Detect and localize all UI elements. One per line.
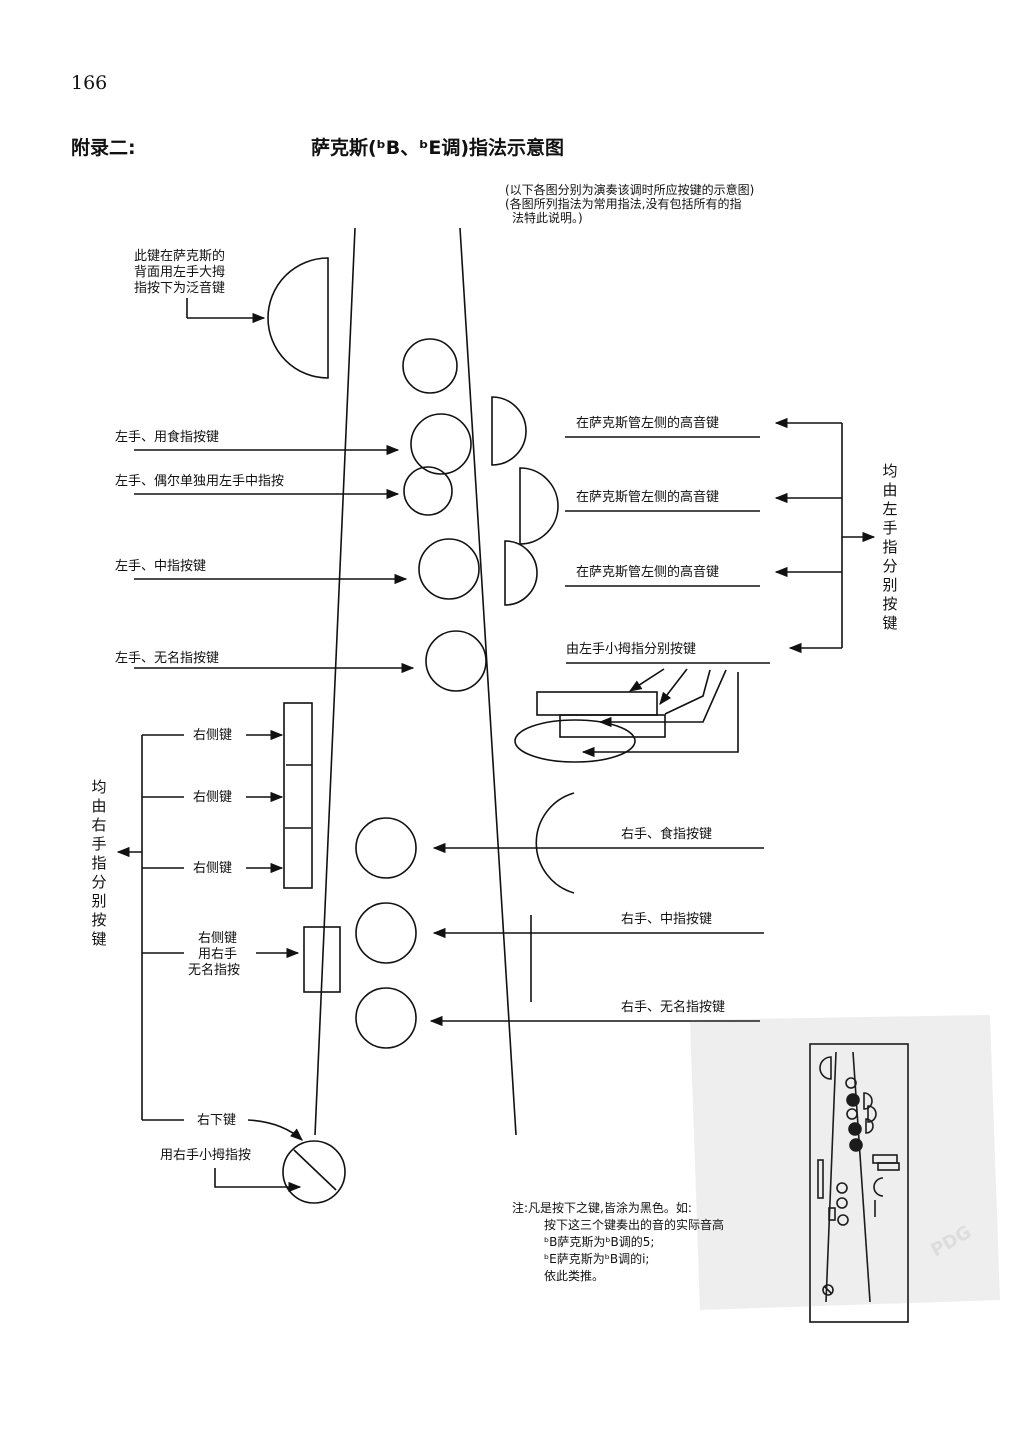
left-top-key bbox=[402, 338, 458, 394]
intro-line-3: 法特此说明。) bbox=[512, 211, 583, 225]
sax-body-right-line bbox=[459, 227, 517, 1136]
left-ring-key bbox=[425, 630, 487, 692]
octave-key-note-3: 指按下为泛音键 bbox=[134, 281, 226, 296]
left-small-key bbox=[403, 466, 453, 516]
right-bottom-key bbox=[282, 1140, 346, 1204]
note-line-3: ᵇB萨克斯为ᵇB调的5; bbox=[544, 1235, 655, 1249]
left-middle-key bbox=[418, 538, 480, 600]
right-side-ring-label-2: 用右手 bbox=[198, 947, 238, 962]
left-middle-occasional-label: 左手、偶尔单独用左手中指按 bbox=[115, 474, 285, 489]
right-side-label-3: 右侧键 bbox=[193, 861, 233, 876]
watermark-seal bbox=[690, 1015, 1000, 1310]
high-key-3 bbox=[504, 540, 538, 606]
sax-body-left-line bbox=[314, 227, 356, 1136]
note-line-4: ᵇE萨克斯为ᵇB调的i; bbox=[544, 1252, 650, 1266]
page-title: 萨克斯(ᵇB、ᵇE调)指法示意图 bbox=[311, 137, 565, 159]
octave-key-note-1: 此键在萨克斯的 bbox=[134, 249, 226, 264]
right-group-label: 均由右手指分别按键 bbox=[91, 778, 107, 948]
appendix-label: 附录二: bbox=[71, 137, 136, 159]
mini-diagram-frame bbox=[809, 1043, 909, 1323]
high-key-label-1: 在萨克斯管左侧的高音键 bbox=[576, 416, 720, 431]
right-side-ring-label-1: 右侧键 bbox=[198, 931, 238, 946]
high-key-label-3: 在萨克斯管左侧的高音键 bbox=[576, 565, 720, 580]
right-ring-key bbox=[355, 987, 417, 1049]
right-index-key bbox=[355, 817, 417, 879]
high-key-1 bbox=[491, 396, 527, 466]
bottom-key-label: 右下键 bbox=[197, 1113, 237, 1128]
right-index-label: 右手、食指按键 bbox=[621, 827, 713, 842]
right-middle-key bbox=[355, 902, 417, 964]
note-line-1: 注:凡是按下之键,皆涂为黑色。如: bbox=[512, 1201, 692, 1215]
left-middle-label: 左手、中指按键 bbox=[115, 559, 207, 574]
octave-key bbox=[267, 257, 329, 379]
pinky-key-oval bbox=[514, 719, 636, 763]
high-key-label-2: 在萨克斯管左侧的高音键 bbox=[576, 490, 720, 505]
left-index-label: 左手、用食指按键 bbox=[115, 430, 220, 445]
right-side-keys bbox=[283, 702, 313, 889]
pinky-key-bottom bbox=[559, 714, 666, 738]
pinky-key-top bbox=[536, 691, 658, 716]
note-block: 注:凡是按下之键,皆涂为黑色。如: 按下这三个键奏出的音的实际音高 ᵇB萨克斯为… bbox=[512, 1200, 724, 1285]
pinky-label: 由左手小拇指分别按键 bbox=[566, 642, 697, 657]
bottom-key-pinky-label: 用右手小拇指按 bbox=[160, 1148, 252, 1163]
page-number: 166 bbox=[71, 72, 108, 94]
note-line-2: 按下这三个键奏出的音的实际音高 bbox=[544, 1218, 725, 1232]
right-side-label-2: 右侧键 bbox=[193, 790, 233, 805]
intro-line-1: (以下各图分别为演奏该调时所应按键的示意图) bbox=[505, 183, 755, 197]
note-line-5: 依此类推。 bbox=[544, 1269, 605, 1283]
left-index-key bbox=[410, 413, 472, 475]
left-thumb-group-label: 均由左手指分别按键 bbox=[882, 462, 898, 632]
right-side-arc-key bbox=[535, 792, 575, 894]
left-ring-label: 左手、无名指按键 bbox=[115, 651, 220, 666]
right-side-label-1: 右侧键 bbox=[193, 728, 233, 743]
right-side-ring-label-3: 无名指按 bbox=[188, 963, 241, 978]
intro-line-2: (各图所列指法为常用指法,没有包括所有的指 bbox=[505, 197, 742, 211]
octave-key-note-2: 背面用左手大拇 bbox=[134, 265, 226, 280]
high-key-2 bbox=[519, 467, 559, 545]
right-side-ring-key bbox=[303, 926, 341, 993]
right-middle-label: 右手、中指按键 bbox=[621, 912, 713, 927]
right-ring-label: 右手、无名指按键 bbox=[621, 1000, 726, 1015]
